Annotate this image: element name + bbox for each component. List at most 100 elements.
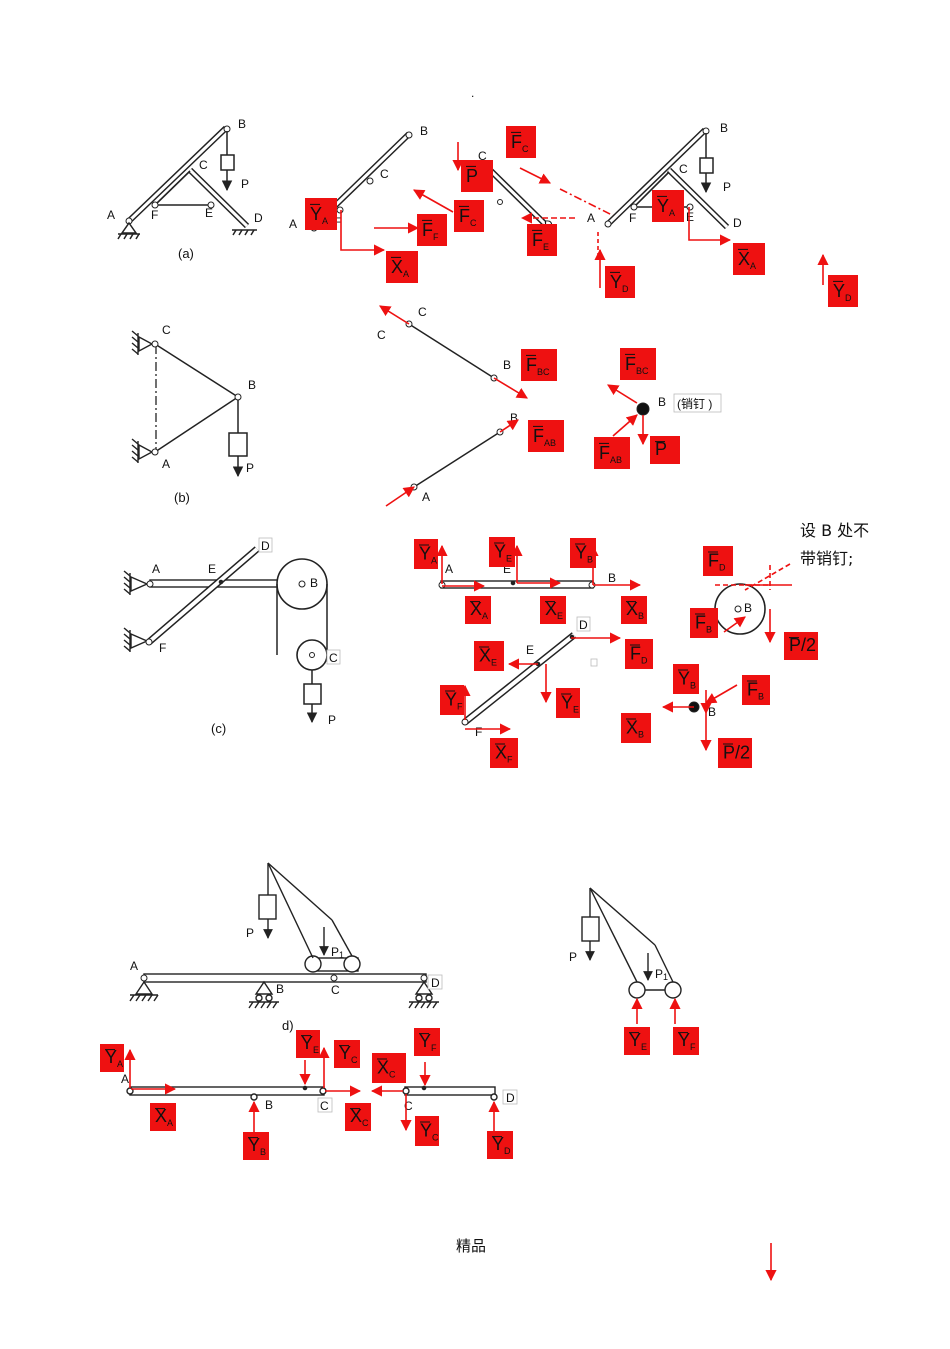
label-c-b: C (162, 323, 171, 337)
force-tag-box (570, 538, 596, 568)
label-e-whole: E (686, 210, 694, 224)
force-tag-box (296, 1030, 320, 1058)
force-tag-box (527, 224, 557, 256)
force-tag-label: YC (339, 1043, 358, 1065)
force-tag-yd2-a: YD (828, 275, 858, 307)
force-tag-fd2-c: FD (625, 639, 653, 669)
member-fd-c (146, 546, 260, 645)
force-tag-ya-a: YA (305, 198, 337, 230)
force-tag-box (624, 1027, 650, 1055)
load-block-a (220, 154, 235, 171)
force-tag-label: P (655, 439, 667, 459)
label-c-d: C (331, 983, 340, 997)
label-d-whole: D (733, 216, 742, 230)
force-tag-box (487, 1131, 513, 1159)
force-tag-ff-a: FF (417, 214, 447, 246)
label-f-fbd-ab: F (334, 215, 341, 229)
force-tag-xb2-c: XB (621, 713, 651, 743)
beam-fbd (126, 1085, 498, 1101)
label-b-beam-fbd: B (265, 1098, 273, 1112)
label-c-beam-fbd: C (320, 1099, 329, 1113)
figure-d (129, 862, 439, 1009)
force-tag-yd-d: YD (487, 1131, 513, 1159)
force-arrows-a1 (340, 189, 454, 256)
force-tag-label: FAB (533, 426, 556, 448)
pin-note: (销钉 ) (677, 397, 712, 411)
force-tag-box (690, 608, 718, 638)
force-tag-box (556, 688, 580, 718)
force-tag-label: FE (532, 230, 549, 252)
wall-support-a (131, 438, 154, 463)
label-d-c: D (261, 539, 270, 553)
force-tag-label: FD (630, 643, 648, 665)
force-tag-box (784, 632, 818, 660)
force-tag-label: XB (626, 599, 644, 621)
label-b-d: B (276, 982, 284, 996)
label-p-whole: P (723, 180, 731, 194)
force-tag-label: FB (747, 679, 764, 701)
label-p-a: P (241, 177, 249, 191)
force-tag-box (594, 437, 630, 469)
label-p-c: P (328, 713, 336, 727)
force-tag-yc2-d: YC (415, 1116, 439, 1146)
force-tag-label: YF (445, 689, 463, 711)
label-a-b: A (162, 457, 170, 471)
force-tag-fc-a: FC (506, 126, 536, 158)
label-a-fbd-ab: A (289, 217, 297, 231)
force-tag-p-b: P (650, 436, 680, 464)
load-block-b (228, 432, 248, 457)
force-arrows-d (124, 1046, 777, 1282)
roller-support-d-d (408, 980, 439, 1009)
label-d-a: D (254, 211, 263, 225)
force-tag-label: FF (422, 220, 439, 242)
note-c-line1: 设 B 处不 (800, 521, 870, 540)
label-a-beam-fbd: A (121, 1072, 129, 1086)
force-tag-box (742, 675, 770, 705)
force-tag-box (506, 126, 536, 158)
force-tag-label: FD (708, 550, 726, 572)
label-p1-crane-fbd: P1 (655, 967, 668, 982)
force-tag-label: YE (494, 541, 512, 563)
force-tag-box (673, 664, 699, 694)
label-a-a: A (107, 208, 115, 222)
force-tag-box (489, 537, 515, 567)
force-tag-box (386, 251, 418, 283)
force-tag-yb-d: YB (243, 1132, 269, 1160)
label-b-c: B (310, 576, 318, 590)
force-tag-box (703, 546, 733, 576)
force-tag-ye-d: YE (624, 1027, 650, 1055)
caption-c: (c) (211, 721, 226, 736)
force-tag-box (372, 1053, 406, 1083)
force-tag-label: FC (459, 206, 477, 228)
force-tag-xa2-a: XA (733, 243, 765, 275)
force-tag-box (521, 349, 557, 381)
label-c-fbd-b2: C (418, 305, 427, 319)
force-tag-label: P/2 (789, 635, 816, 655)
force-tag-fc2-a: FC (454, 200, 484, 232)
label-b-whole: B (720, 121, 728, 135)
force-tag-label: YB (575, 542, 593, 564)
force-tag-xa-d: XA (150, 1103, 176, 1131)
force-tag-fe-a: FE (527, 224, 557, 256)
force-tag-label: YA (657, 196, 675, 218)
force-tag-label: YF (419, 1031, 437, 1053)
roller-support-b-d (248, 980, 279, 1009)
force-tag-label: YE (629, 1030, 647, 1052)
force-tag-box (345, 1103, 371, 1131)
force-tag-box (440, 685, 464, 715)
force-tag-box (621, 596, 647, 624)
force-tag-label: FBC (625, 354, 649, 376)
force-tag-label: XC (377, 1057, 396, 1079)
force-tag-box (474, 641, 504, 671)
force-tag-xe2-c: XE (474, 641, 504, 671)
force-tag-yf2-d: YF (414, 1028, 440, 1056)
force-tag-label: YA (105, 1047, 123, 1069)
pin-support-a (117, 221, 140, 240)
label-b-pulley: B (744, 601, 752, 615)
force-tag-label: P/2 (723, 742, 750, 762)
force-tag-box (718, 738, 752, 768)
label-p-d: P (246, 926, 254, 940)
force-tag-box (528, 420, 564, 452)
label-b-pin-c: B (708, 705, 716, 719)
